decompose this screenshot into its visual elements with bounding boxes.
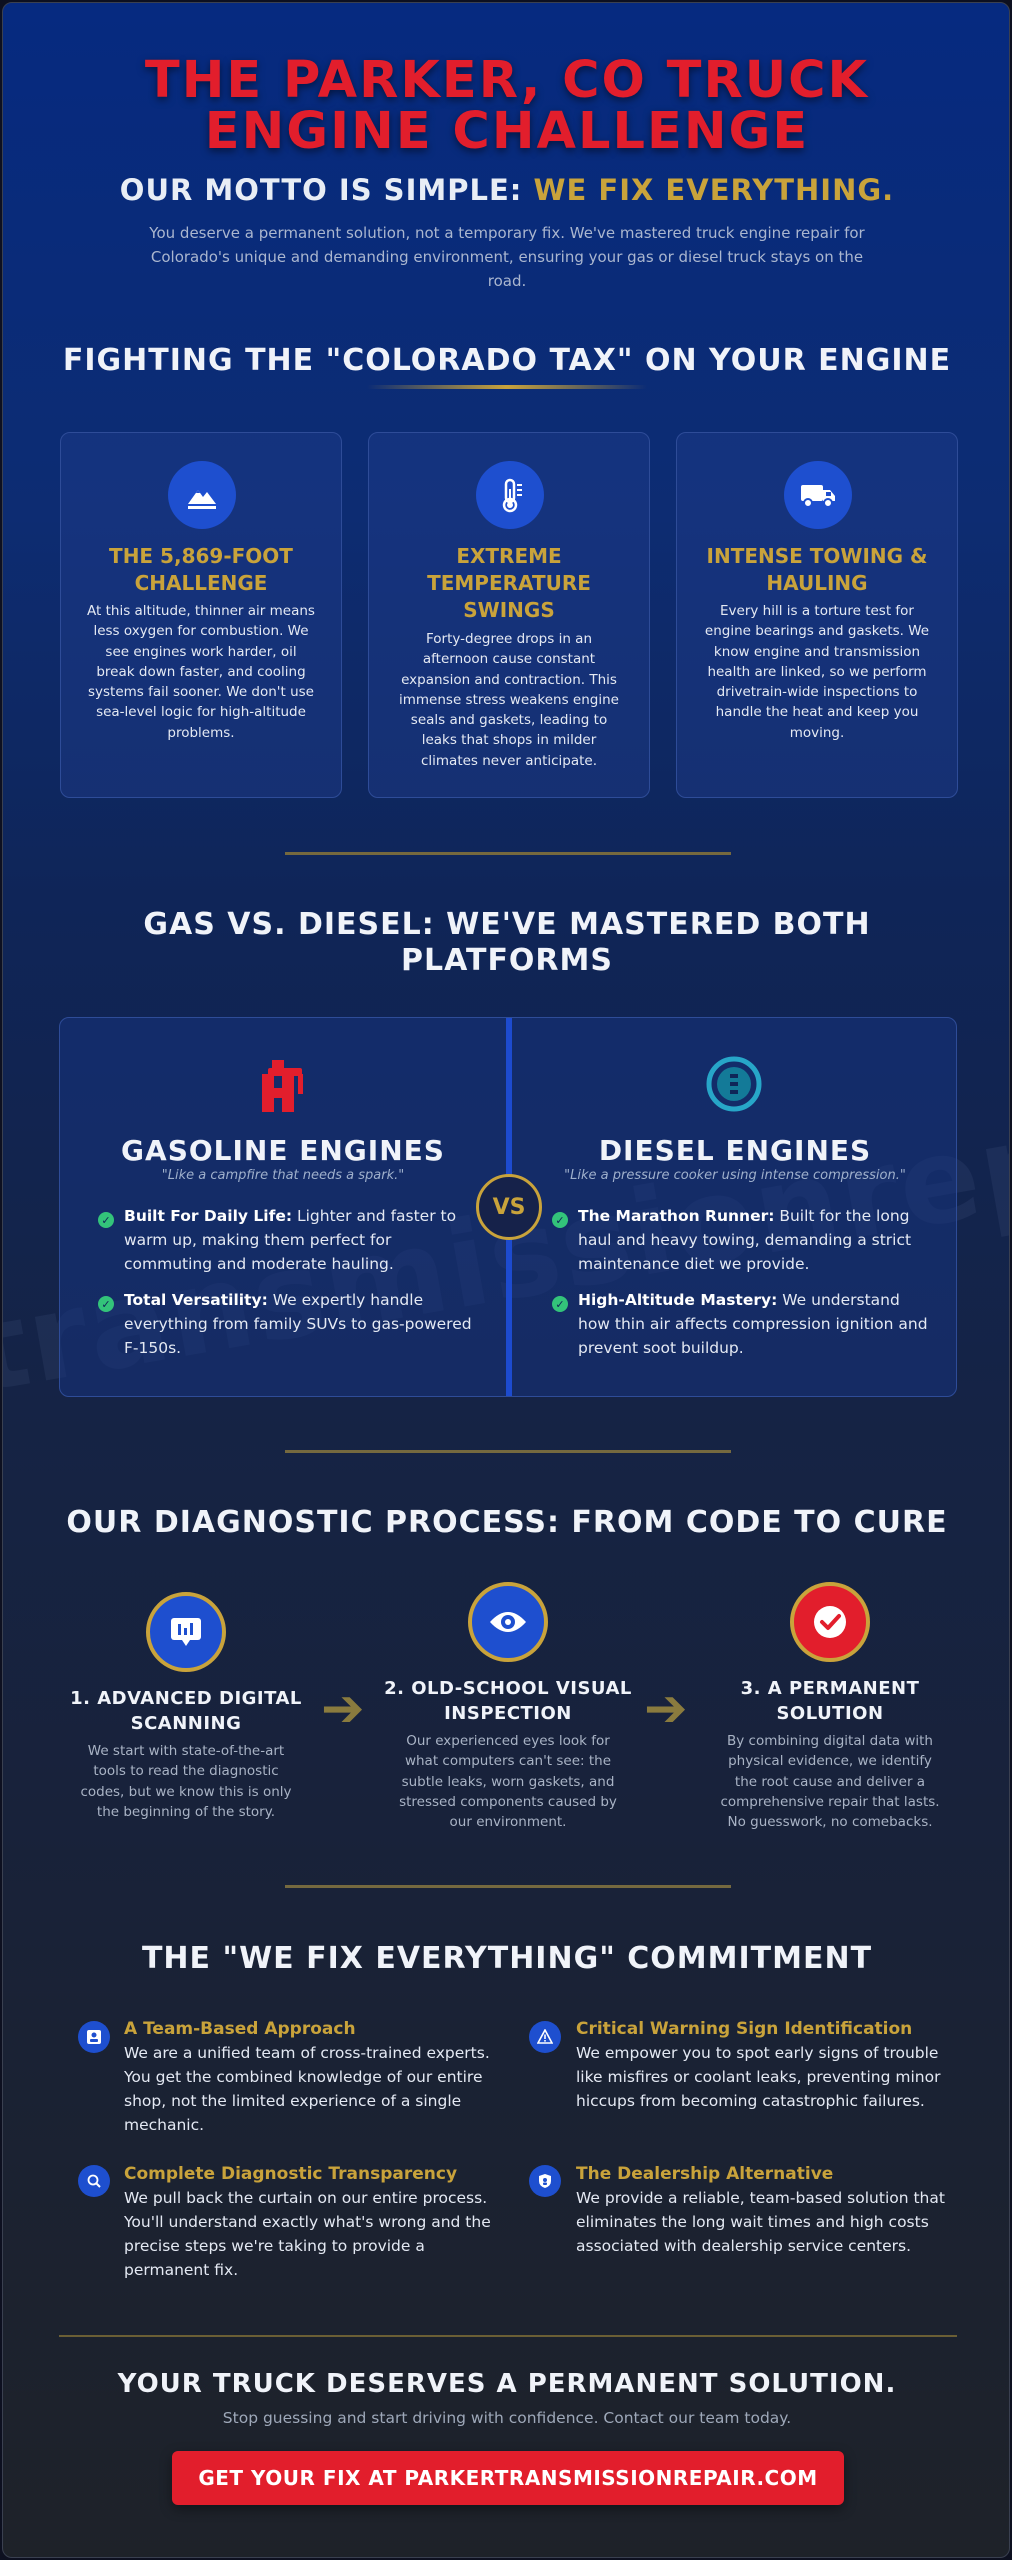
step-title: 2. OLD-SCHOOL VISUAL INSPECTION bbox=[381, 1676, 635, 1726]
arrow-right-icon: ➔ bbox=[644, 1679, 688, 1739]
bullet-bold: High-Altitude Mastery: bbox=[578, 1291, 778, 1309]
hero-title-line2: ENGINE CHALLENGE bbox=[204, 102, 810, 161]
card-text: Forty-degree drops in an afternoon cause… bbox=[399, 631, 619, 769]
bullet-text: haul and heavy towing, demanding a stric… bbox=[578, 1231, 912, 1249]
arrow-right-icon: ➔ bbox=[321, 1679, 365, 1739]
gas-pump-icon bbox=[258, 1056, 308, 1114]
challenge-card-altitude: THE 5,869-FOOT CHALLENGE At this altitud… bbox=[60, 432, 342, 798]
diesel-subtitle: "Like a pressure cooker using intense co… bbox=[564, 1168, 906, 1183]
gas-bullet-daily-life: Built For Daily Life: Lighter and faster… bbox=[124, 1204, 494, 1276]
commitment-section-title: THE "WE FIX EVERYTHING" COMMITMENT bbox=[141, 1941, 873, 1976]
bullet-text: Lighter and faster to bbox=[292, 1207, 457, 1225]
magnifier-icon bbox=[78, 2165, 110, 2197]
diesel-column: DIESEL ENGINES "Like a pressure cooker u… bbox=[512, 1018, 958, 1396]
diesel-title: DIESEL ENGINES bbox=[598, 1134, 872, 1167]
card-text: At this altitude, thinner air means less… bbox=[87, 603, 315, 741]
vs-badge: VS bbox=[476, 1174, 542, 1240]
cta-button[interactable]: GET YOUR FIX AT PARKERTRANSMISSIONREPAIR… bbox=[172, 2451, 844, 2505]
bullet-text: commuting and moderate hauling. bbox=[124, 1255, 394, 1273]
motto: OUR MOTTO IS SIMPLE: WE FIX EVERYTHING. bbox=[23, 173, 991, 207]
commitment-title: A Team-Based Approach bbox=[124, 2019, 356, 2039]
gasdiesel-section-title: GAS VS. DIESEL: WE'VE MASTERED BOTH PLAT… bbox=[43, 907, 971, 979]
bullet-text: how thin air affects compression ignitio… bbox=[578, 1315, 928, 1333]
bullet-text: We understand bbox=[777, 1291, 900, 1309]
bullet-text: maintenance diet we provide. bbox=[578, 1255, 810, 1273]
colorado-section-title: FIGHTING THE "COLORADO TAX" ON YOUR ENGI… bbox=[62, 343, 952, 378]
eye-icon bbox=[468, 1582, 548, 1662]
bullet-bold: Total Versatility: bbox=[124, 1291, 268, 1309]
bullet-bold: Built For Daily Life: bbox=[124, 1207, 293, 1225]
card-text: Every hill is a torture test for engine … bbox=[704, 603, 930, 741]
team-badge-icon bbox=[78, 2021, 110, 2053]
warning-icon bbox=[529, 2021, 561, 2053]
check-icon: ✓ bbox=[98, 1212, 114, 1228]
commitment-text: We empower you to spot early signs of tr… bbox=[576, 2044, 941, 2110]
gasoline-subtitle: "Like a campfire that needs a spark." bbox=[161, 1168, 405, 1183]
bullet-text: Built for the long bbox=[774, 1207, 910, 1225]
bullet-text: prevent soot buildup. bbox=[578, 1339, 744, 1357]
scan-screen-icon bbox=[146, 1592, 226, 1672]
gas-vs-diesel-panel: GASOLINE ENGINES "Like a campfire that n… bbox=[59, 1017, 957, 1397]
gasdiesel-title-line1: GAS VS. DIESEL: WE'VE MASTERED BOTH bbox=[143, 907, 871, 942]
diesel-bullet-marathon: The Marathon Runner: Built for the long … bbox=[578, 1204, 948, 1276]
mountain-icon bbox=[168, 461, 236, 529]
step-title: 3. A PERMANENT SOLUTION bbox=[703, 1676, 957, 1726]
title-underline bbox=[367, 385, 647, 389]
diesel-bullet-altitude: High-Altitude Mastery: We understand how… bbox=[578, 1288, 948, 1360]
diesel-gauge-icon bbox=[706, 1056, 762, 1112]
commitment-title: Critical Warning Sign Identification bbox=[576, 2019, 913, 2039]
gas-bullet-versatility: Total Versatility: We expertly handle ev… bbox=[124, 1288, 494, 1360]
check-icon: ✓ bbox=[552, 1212, 568, 1228]
check-icon: ✓ bbox=[552, 1296, 568, 1312]
commitment-title: Complete Diagnostic Transparency bbox=[124, 2164, 458, 2184]
hero-title: THE PARKER, CO TRUCK ENGINE CHALLENGE bbox=[43, 55, 971, 157]
bullet-text: everything from family SUVs to gas-power… bbox=[124, 1315, 472, 1333]
step-text: Our experienced eyes look for what compu… bbox=[399, 1733, 617, 1831]
card-title: EXTREME TEMPERATURE SWINGS bbox=[427, 544, 591, 622]
commitment-text: We pull back the curtain on our entire p… bbox=[124, 2189, 491, 2279]
challenge-card-temperature: EXTREME TEMPERATURE SWINGS Forty-degree … bbox=[368, 432, 650, 798]
commitment-title: The Dealership Alternative bbox=[576, 2164, 834, 2184]
cta-subtitle: Stop guessing and start driving with con… bbox=[222, 2409, 792, 2427]
gasoline-column: GASOLINE ENGINES "Like a campfire that n… bbox=[60, 1018, 506, 1396]
step-title-line: 1. ADVANCED DIGITAL bbox=[70, 1688, 302, 1709]
bullet-text: F-150s. bbox=[124, 1339, 182, 1357]
card-title: INTENSE TOWING & HAULING bbox=[706, 544, 928, 595]
hero-title-line1: THE PARKER, CO TRUCK bbox=[144, 51, 870, 110]
step-text: By combining digital data with physical … bbox=[720, 1733, 940, 1831]
commitment-text: We are a unified team of cross-trained e… bbox=[124, 2044, 490, 2134]
step-title-line: INSPECTION bbox=[444, 1703, 572, 1724]
truck-icon bbox=[784, 461, 852, 529]
check-icon: ✓ bbox=[98, 1296, 114, 1312]
step-title-line: 3. A PERMANENT bbox=[740, 1678, 920, 1699]
section-divider bbox=[285, 1450, 731, 1453]
step-title: 1. ADVANCED DIGITAL SCANNING bbox=[63, 1686, 309, 1736]
challenge-card-towing: INTENSE TOWING & HAULING Every hill is a… bbox=[676, 432, 958, 798]
step-title-line: SOLUTION bbox=[776, 1703, 884, 1724]
intro-text: You deserve a permanent solution, not a … bbox=[149, 224, 865, 290]
bullet-bold: The Marathon Runner: bbox=[578, 1207, 775, 1225]
card-title: THE 5,869-FOOT CHALLENGE bbox=[109, 544, 293, 595]
motto-prefix: OUR MOTTO IS SIMPLE: bbox=[119, 173, 523, 207]
step-title-line: SCANNING bbox=[130, 1713, 242, 1734]
bullet-text: warm up, making them perfect for bbox=[124, 1231, 392, 1249]
motto-highlight: WE FIX EVERYTHING. bbox=[533, 173, 895, 207]
step-title-line: 2. OLD-SCHOOL VISUAL bbox=[384, 1678, 632, 1699]
checkmark-badge-icon bbox=[790, 1582, 870, 1662]
cta-title: YOUR TRUCK DESERVES A PERMANENT SOLUTION… bbox=[117, 2369, 897, 2399]
section-divider bbox=[285, 852, 731, 855]
step-text: We start with state-of-the-art tools to … bbox=[80, 1743, 292, 1820]
process-section-title: OUR DIAGNOSTIC PROCESS: FROM CODE TO CUR… bbox=[66, 1505, 948, 1540]
bullet-text: We expertly handle bbox=[267, 1291, 424, 1309]
thermometer-icon bbox=[476, 461, 544, 529]
cta-divider bbox=[59, 2335, 957, 2337]
gasdiesel-title-line2: PLATFORMS bbox=[400, 943, 613, 978]
commitment-text: We provide a reliable, team-based soluti… bbox=[576, 2189, 945, 2255]
section-divider bbox=[285, 1885, 731, 1888]
shield-icon bbox=[529, 2165, 561, 2197]
gasoline-title: GASOLINE ENGINES bbox=[121, 1134, 445, 1167]
